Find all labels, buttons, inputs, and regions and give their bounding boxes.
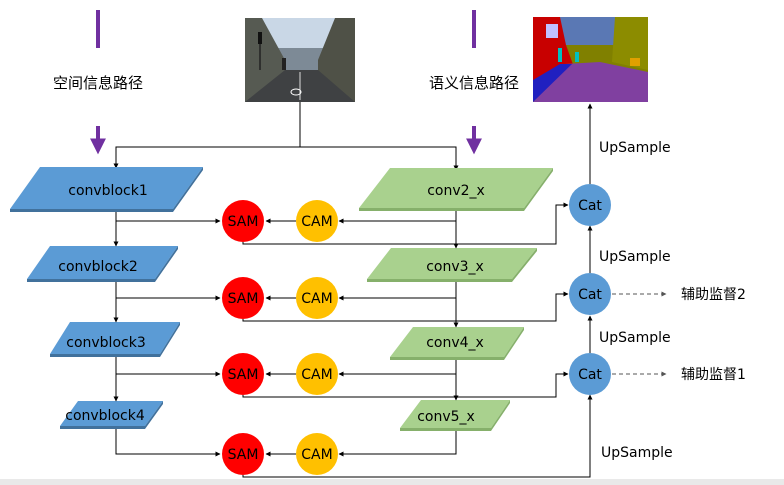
sam-label: SAM [228, 447, 259, 463]
convblock2: convblock2 [27, 246, 178, 282]
upsample-label-1: UpSample [599, 140, 671, 156]
conv3-x-label: conv3_x [426, 259, 484, 275]
conv2-x-label: conv2_x [427, 183, 485, 199]
upsample-label-4: UpSample [601, 445, 673, 461]
segmentation-output-image [533, 17, 648, 102]
cat-label: Cat [578, 367, 602, 383]
aux-supervision-2-label: 辅助监督2 [681, 287, 746, 303]
aux-supervision-1-label: 辅助监督1 [681, 367, 746, 383]
cat-node-3: Cat [569, 353, 611, 395]
conv5-x-label: conv5_x [417, 409, 475, 425]
cat-label: Cat [578, 198, 602, 214]
convblock1-label: convblock1 [68, 183, 147, 199]
upsample-label-3: UpSample [599, 330, 671, 346]
sam-label: SAM [228, 214, 259, 230]
convblock1: convblock1 [10, 167, 203, 212]
cat-node-1: Cat [569, 184, 611, 226]
cam-node-3: CAM [296, 353, 338, 395]
bottom-strip [0, 479, 784, 485]
cam-label: CAM [301, 447, 332, 463]
convblock3: convblock3 [50, 322, 180, 357]
conv3-x-block: conv3_x [367, 248, 537, 282]
conv4-x-label: conv4_x [426, 335, 484, 351]
conv2-x-block: conv2_x [359, 168, 553, 211]
conv5-x-block: conv5_x [400, 400, 510, 431]
spatial-path-label: 空间信息路径 [53, 74, 143, 92]
conv4-x-block: conv4_x [390, 327, 524, 360]
input-image [245, 18, 355, 102]
sam-label: SAM [228, 291, 259, 307]
cat-label: Cat [578, 287, 602, 303]
sam-node-3: SAM [222, 353, 264, 395]
cat-node-2: Cat [569, 273, 611, 315]
convblock2-label: convblock2 [58, 259, 137, 275]
cam-label: CAM [301, 214, 332, 230]
upsample-label-2: UpSample [599, 249, 671, 265]
convblock3-label: convblock3 [66, 335, 145, 351]
cam-node-2: CAM [296, 277, 338, 319]
sam-node-1: SAM [222, 200, 264, 242]
convblock4-label: convblock4 [65, 408, 145, 424]
sam-label: SAM [228, 367, 259, 383]
cam-node-1: CAM [296, 200, 338, 242]
semantic-path-label: 语义信息路径 [429, 74, 519, 92]
cam-label: CAM [301, 291, 332, 307]
sam-node-4: SAM [222, 433, 264, 475]
sam-node-2: SAM [222, 277, 264, 319]
cam-label: CAM [301, 367, 332, 383]
cam-node-4: CAM [296, 433, 338, 475]
convblock4: convblock4 [60, 401, 163, 429]
